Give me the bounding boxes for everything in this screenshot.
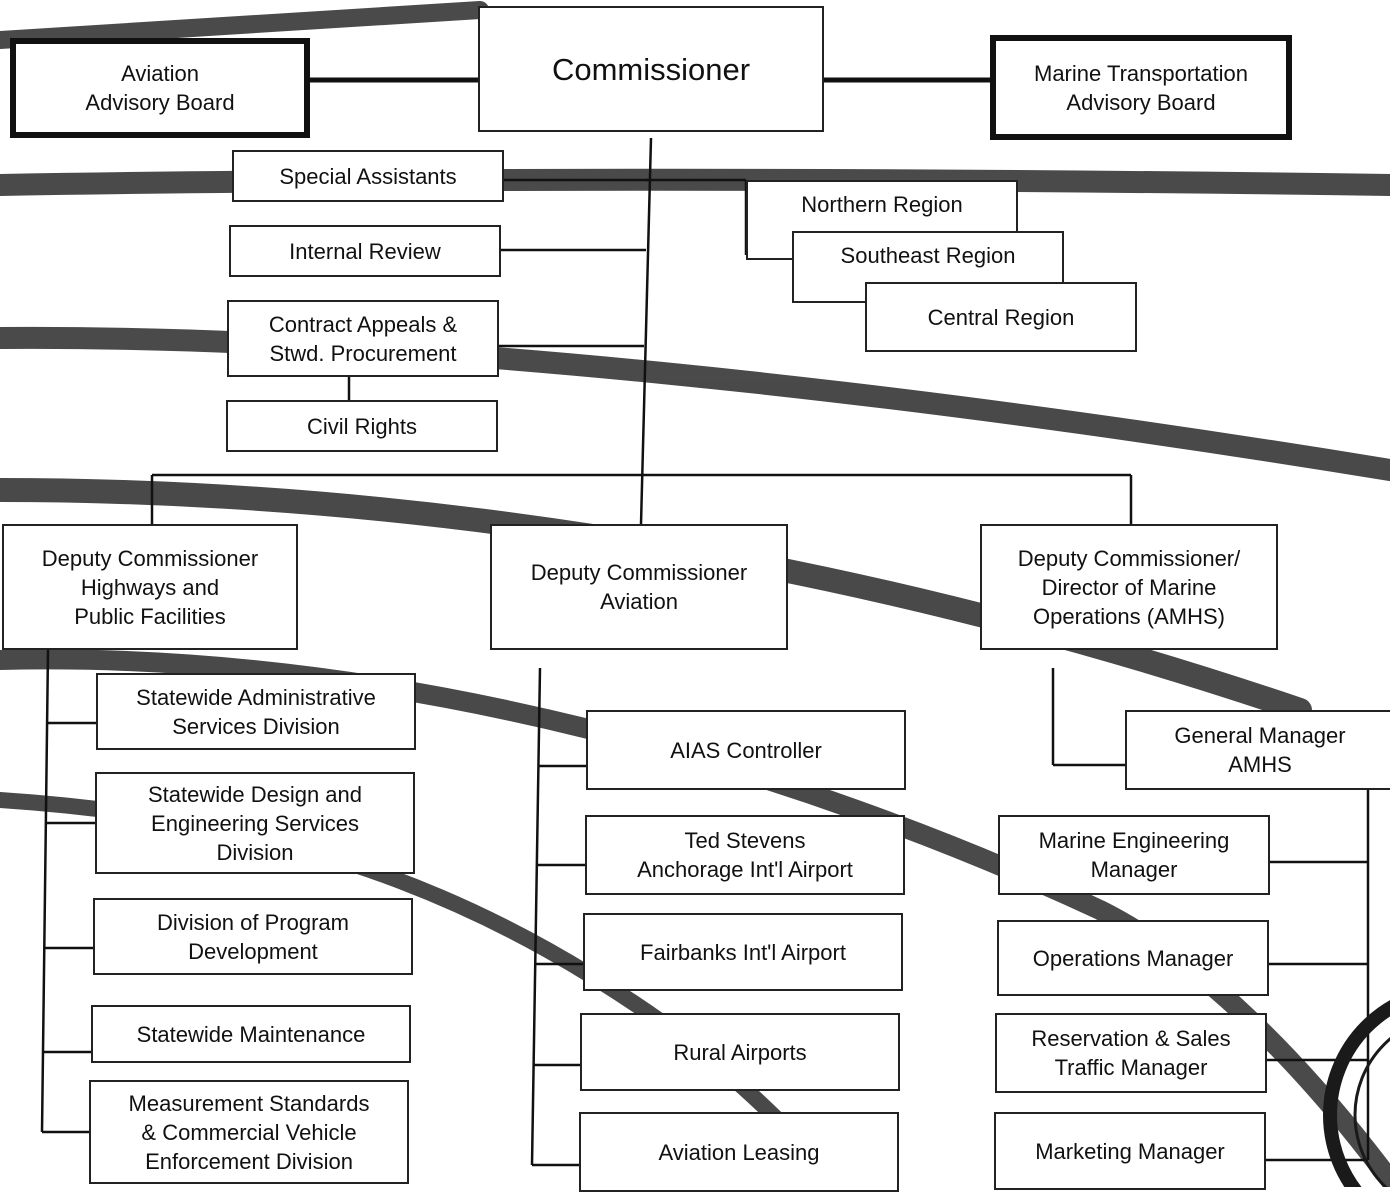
aias-controller-box: AIAS Controller xyxy=(586,710,906,790)
northern-region-box: Northern Region xyxy=(746,180,1018,260)
seal-icon xyxy=(1323,1000,1390,1187)
general-manager-label: General Manager AMHS xyxy=(1174,723,1346,777)
operations-manager-label: Operations Manager xyxy=(1032,945,1234,971)
marketing-manager-label: Marketing Manager xyxy=(1035,1138,1225,1164)
central-region-box: Central Region xyxy=(865,282,1137,352)
internal-review-box: Internal Review xyxy=(229,225,501,277)
reservation-sales-label: Reservation & Sales Traffic Manager xyxy=(1031,1026,1231,1080)
fairbanks-box: Fairbanks Int'l Airport xyxy=(583,913,903,991)
connector-lines xyxy=(40,77,1370,1167)
admin-services-box: Statewide Administrative Services Divisi… xyxy=(96,673,416,750)
central-region-label: Central Region xyxy=(927,304,1075,330)
marine-engineering-label: Marine Engineering Manager xyxy=(1038,828,1230,882)
special-assistants-label: Special Assistants xyxy=(279,163,457,189)
northern-region-label: Northern Region xyxy=(801,192,963,217)
design-engineering-label: Statewide Design and Engineering Service… xyxy=(147,781,363,865)
reservation-sales-box: Reservation & Sales Traffic Manager xyxy=(995,1013,1267,1093)
marine-transportation-advisory-board: Marine Transportation Advisory Board xyxy=(990,35,1292,140)
aviation-advisory-board: Aviation Advisory Board xyxy=(10,38,310,138)
ted-stevens-box: Ted Stevens Anchorage Int'l Airport xyxy=(585,815,905,895)
measurement-standards-label: Measurement Standards & Commercial Vehic… xyxy=(128,1090,370,1174)
marketing-manager-box: Marketing Manager xyxy=(994,1112,1266,1190)
rural-airports-box: Rural Airports xyxy=(580,1013,900,1091)
aviation-leasing-box: Aviation Leasing xyxy=(579,1112,899,1192)
fairbanks-label: Fairbanks Int'l Airport xyxy=(640,939,846,965)
admin-services-label: Statewide Administrative Services Divisi… xyxy=(136,684,376,739)
special-assistants-box: Special Assistants xyxy=(232,150,504,202)
deputy-marine-box: Deputy Commissioner/ Director of Marine … xyxy=(980,524,1278,650)
measurement-standards-box: Measurement Standards & Commercial Vehic… xyxy=(89,1080,409,1184)
marine-engineering-box: Marine Engineering Manager xyxy=(998,815,1270,895)
deputy-marine-label: Deputy Commissioner/ Director of Marine … xyxy=(1017,545,1241,629)
marine-transportation-advisory-board-label: Marine Transportation Advisory Board xyxy=(1034,60,1248,115)
aviation-advisory-board-label: Aviation Advisory Board xyxy=(85,61,235,115)
statewide-maintenance-box: Statewide Maintenance xyxy=(91,1005,411,1063)
rural-airports-label: Rural Airports xyxy=(673,1039,807,1065)
deputy-highways-box: Deputy Commissioner Highways and Public … xyxy=(2,524,298,650)
deputy-aviation-box: Deputy Commissioner Aviation xyxy=(490,524,788,650)
aviation-leasing-label: Aviation Leasing xyxy=(658,1139,820,1165)
commissioner-box: Commissioner xyxy=(478,6,824,132)
commissioner-label: Commissioner xyxy=(551,51,751,87)
contract-appeals-box: Contract Appeals & Stwd. Procurement xyxy=(227,300,499,377)
operations-manager-box: Operations Manager xyxy=(997,920,1269,996)
program-development-box: Division of Program Development xyxy=(93,898,413,975)
design-engineering-box: Statewide Design and Engineering Service… xyxy=(95,772,415,874)
deputy-highways-label: Deputy Commissioner Highways and Public … xyxy=(41,545,259,629)
general-manager-box: General Manager AMHS xyxy=(1125,710,1390,790)
program-development-label: Division of Program Development xyxy=(157,909,349,964)
internal-review-label: Internal Review xyxy=(289,238,441,264)
contract-appeals-label: Contract Appeals & Stwd. Procurement xyxy=(268,311,458,366)
southeast-region-label: Southeast Region xyxy=(840,243,1016,268)
statewide-maintenance-label: Statewide Maintenance xyxy=(136,1021,366,1047)
deputy-aviation-label: Deputy Commissioner Aviation xyxy=(530,560,748,614)
aias-controller-label: AIAS Controller xyxy=(670,737,822,763)
ted-stevens-label: Ted Stevens Anchorage Int'l Airport xyxy=(637,828,853,882)
civil-rights-label: Civil Rights xyxy=(306,413,418,439)
civil-rights-box: Civil Rights xyxy=(226,400,498,452)
